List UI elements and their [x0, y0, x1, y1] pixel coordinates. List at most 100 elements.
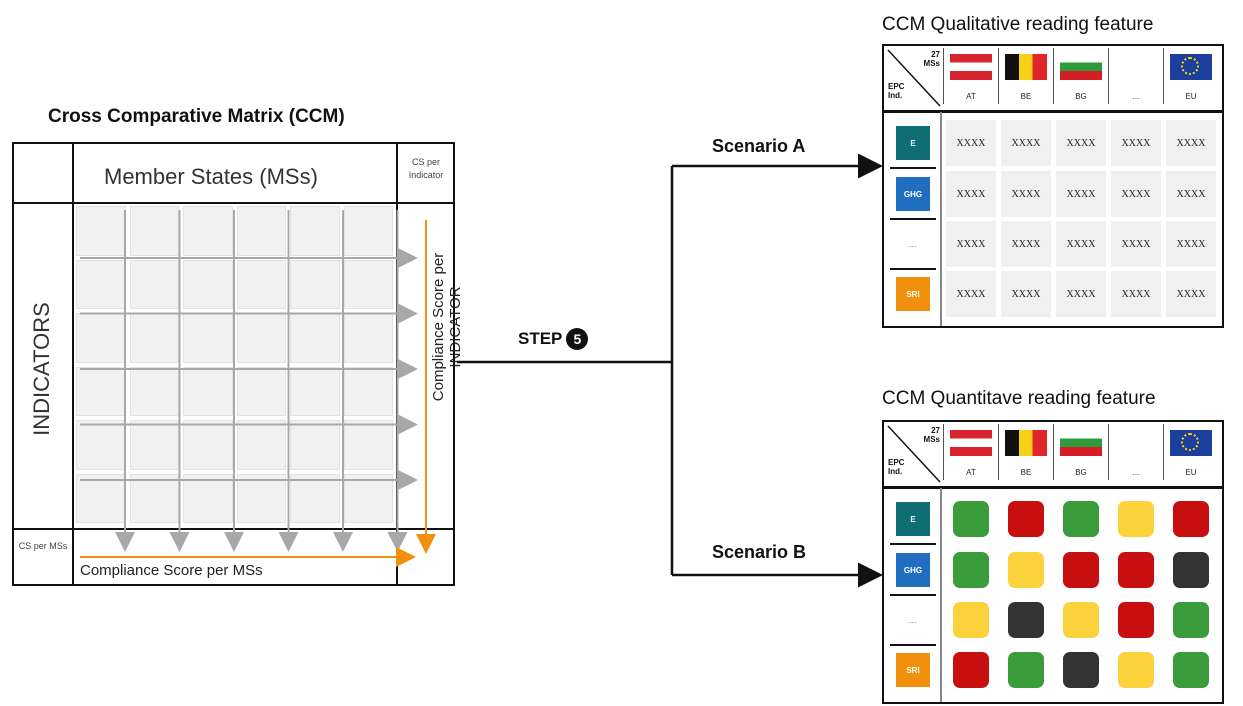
- indicator-badge: GHG: [896, 177, 930, 211]
- corner-top-label: 27 MSs: [923, 50, 940, 68]
- score-cell: [953, 501, 989, 537]
- qualitative-cell: XXXX: [1001, 120, 1051, 166]
- row-separator: [890, 594, 936, 596]
- ccm-grid-cell: [129, 206, 179, 256]
- country-label: AT: [966, 468, 976, 477]
- ccm-grid-cell: [183, 259, 233, 309]
- header-divider: [1108, 48, 1109, 104]
- score-cell: [1063, 501, 1099, 537]
- ccm-grid-cell: [236, 259, 286, 309]
- header-bottom-line: [884, 110, 1222, 113]
- score-cell: [953, 552, 989, 588]
- header-divider: [1108, 424, 1109, 480]
- qualitative-cell: XXXX: [1166, 271, 1216, 317]
- indicator-column-divider: [940, 112, 942, 326]
- bulgaria-flag-icon: [1060, 430, 1102, 456]
- header-divider: [998, 48, 999, 104]
- score-cell: [1118, 501, 1154, 537]
- indicator-badge: E: [896, 502, 930, 536]
- ccm-grid-cell: [76, 259, 126, 309]
- score-cell: [1173, 501, 1209, 537]
- indicator-badge: SRI: [896, 277, 930, 311]
- score-cell: [1063, 652, 1099, 688]
- score-cell: [1118, 552, 1154, 588]
- header-divider: [1163, 48, 1164, 104]
- step-text: STEP: [518, 329, 563, 348]
- qualitative-cell: XXXX: [1111, 271, 1161, 317]
- ccm-grid-cell: [183, 366, 233, 416]
- ccm-grid-cell: [76, 206, 126, 256]
- qualitative-cell: XXXX: [1111, 120, 1161, 166]
- row-separator: [890, 543, 936, 545]
- score-cell: [1008, 501, 1044, 537]
- qualitative-cell: XXXX: [1166, 171, 1216, 217]
- eu-stars-icon: [1181, 57, 1199, 75]
- score-cell: [1063, 552, 1099, 588]
- ccm-grid-cell: [129, 420, 179, 470]
- cs-per-indicator-label: CS per Indicator: [408, 157, 444, 180]
- qualitative-cell: XXXX: [1056, 221, 1106, 267]
- ccm-divider-v-left: [72, 144, 74, 584]
- header-divider: [1053, 424, 1054, 480]
- qualitative-cell: XXXX: [1056, 271, 1106, 317]
- ccm-grid-cell: [343, 206, 393, 256]
- ccm-grid-cell: [76, 473, 126, 523]
- country-label: BG: [1075, 468, 1087, 477]
- header-divider: [998, 424, 999, 480]
- belgium-flag-icon: [1005, 430, 1047, 456]
- ccm-grid-cell: [236, 420, 286, 470]
- header-divider: [943, 424, 944, 480]
- corner-bottom-label: EPC Ind.: [888, 458, 905, 476]
- qualitative-title: CCM Qualitative reading feature: [882, 14, 1154, 35]
- indicator-badge: ...: [896, 603, 930, 637]
- corner-diagonal: [887, 425, 941, 483]
- row-separator: [890, 268, 936, 270]
- quantitative-title: CCM Quantitave reading feature: [882, 388, 1156, 409]
- ccm-grid-cell: [343, 259, 393, 309]
- indicator-badge: SRI: [896, 653, 930, 687]
- scenario-b-label: Scenario B: [712, 542, 807, 562]
- country-label: BG: [1075, 92, 1087, 101]
- member-states-label: Member States (MSs): [104, 164, 318, 189]
- austria-flag-icon: [950, 430, 992, 456]
- eu-flag-icon: [1170, 54, 1212, 80]
- qualitative-cell: XXXX: [946, 221, 996, 267]
- ccm-grid-cell: [183, 206, 233, 256]
- ccm-divider-h-top: [14, 202, 453, 204]
- country-label: EU: [1185, 92, 1197, 101]
- qualitative-cell: XXXX: [946, 120, 996, 166]
- step-number: 5: [573, 331, 582, 347]
- ccm-grid-cell: [236, 206, 286, 256]
- ccm-grid-cell: [183, 420, 233, 470]
- ccm-grid-cell: [183, 473, 233, 523]
- ccm-grid-cell: [236, 473, 286, 523]
- country-label: AT: [966, 92, 976, 101]
- bulgaria-flag-icon: [1060, 54, 1102, 80]
- ccm-grid-cell: [129, 313, 179, 363]
- score-cell: [1118, 602, 1154, 638]
- header-bottom-line: [884, 486, 1222, 489]
- ccm-arrows: [80, 210, 436, 567]
- score-cell: [1063, 602, 1099, 638]
- placeholder-flag-icon: [1115, 430, 1157, 456]
- corner-bottom-label: EPC Ind.: [888, 82, 905, 100]
- score-cell: [1008, 552, 1044, 588]
- indicator-badge: GHG: [896, 553, 930, 587]
- indicator-column-divider: [940, 488, 942, 702]
- score-cell: [1118, 652, 1154, 688]
- step-label: STEP 5: [518, 328, 589, 350]
- ccm-grid-cell: [76, 313, 126, 363]
- country-label: EU: [1185, 468, 1197, 477]
- qualitative-cell: XXXX: [1001, 271, 1051, 317]
- ccm-grid-cell: [290, 473, 340, 523]
- ccm-matrix: Member States (MSs) CS per Indicator IND…: [12, 142, 464, 586]
- step-number-badge: 5: [566, 328, 589, 350]
- score-cell: [1008, 602, 1044, 638]
- ccm-grid-cell: [129, 366, 179, 416]
- score-cell: [1173, 552, 1209, 588]
- indicator-badge: ...: [896, 227, 930, 261]
- ccm-grid-cell: [129, 473, 179, 523]
- placeholder-flag-icon: [1115, 54, 1157, 80]
